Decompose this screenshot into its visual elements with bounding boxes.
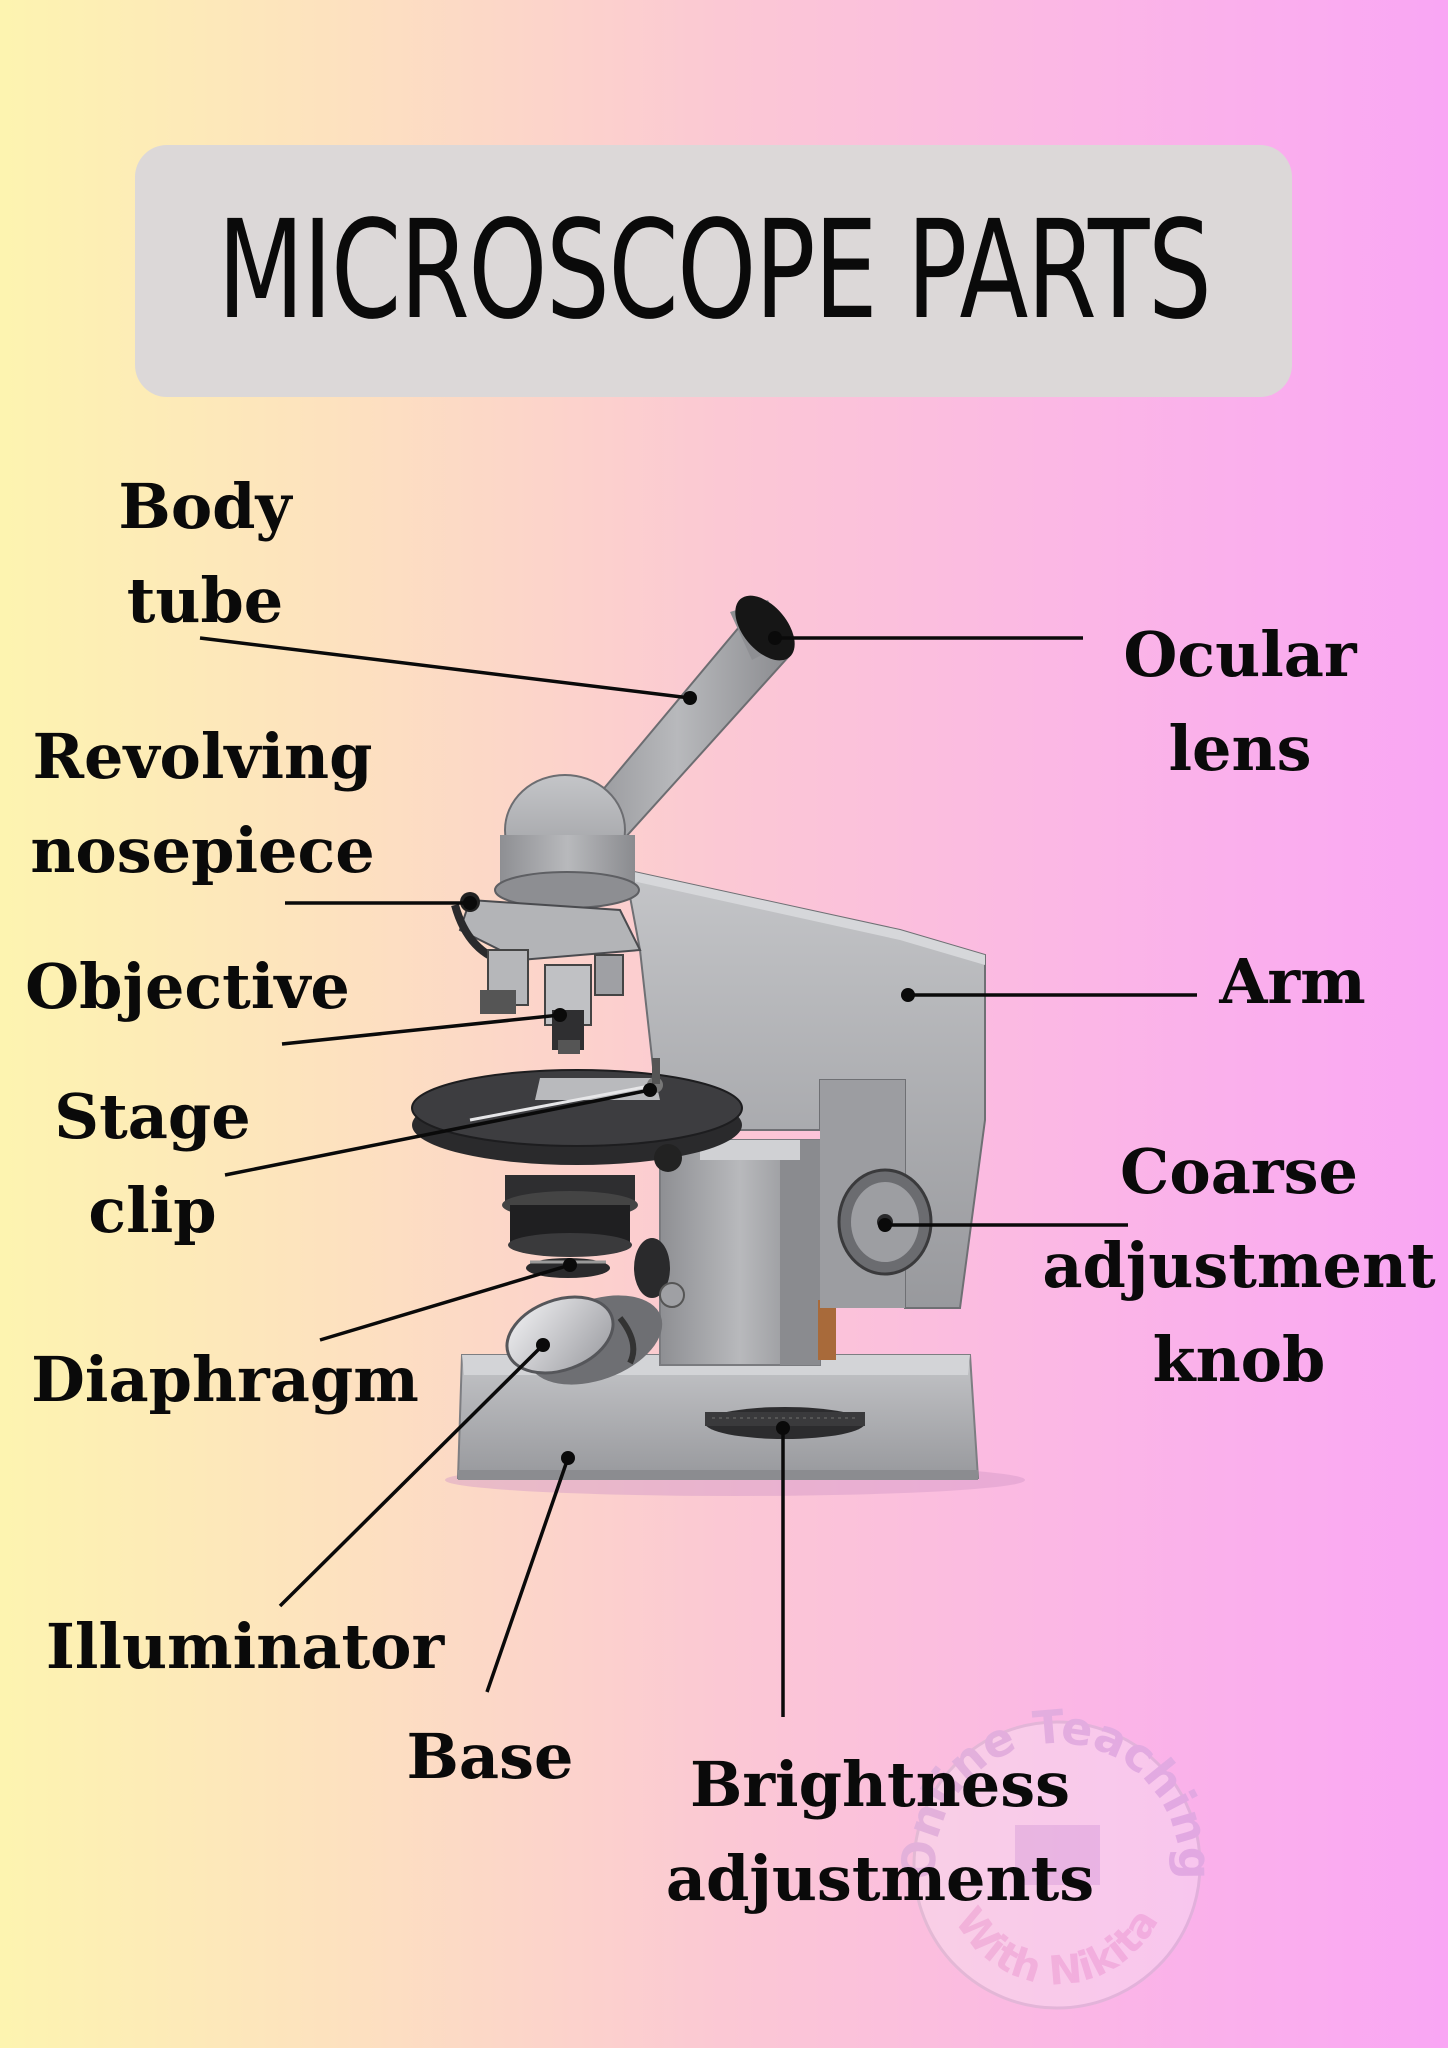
page-title: MICROSCOPE PARTS xyxy=(217,192,1211,350)
base-pointer xyxy=(485,1457,570,1693)
stage-part xyxy=(411,1058,743,1172)
label-arm: Arm xyxy=(1219,945,1366,1018)
illuminator-pointer xyxy=(278,1343,545,1608)
column xyxy=(659,1139,836,1366)
head xyxy=(494,774,640,909)
leader-lines xyxy=(199,631,1197,1717)
stage-clip-pointer xyxy=(224,1088,651,1177)
label-objective: Objective xyxy=(25,950,350,1023)
objectives xyxy=(480,949,624,1054)
diaphragm-pointer xyxy=(319,1263,571,1342)
label-base: Base xyxy=(406,1720,574,1793)
label-diaphragm: Diaphragm xyxy=(31,1343,419,1416)
title-banner: MICROSCOPE PARTS xyxy=(135,145,1292,397)
label-illuminator: Illuminator xyxy=(45,1610,445,1683)
fine-knobs xyxy=(634,1238,685,1308)
body-tube-pointer xyxy=(199,636,691,700)
nosepiece xyxy=(451,892,642,969)
objective-pointer xyxy=(281,1013,561,1046)
